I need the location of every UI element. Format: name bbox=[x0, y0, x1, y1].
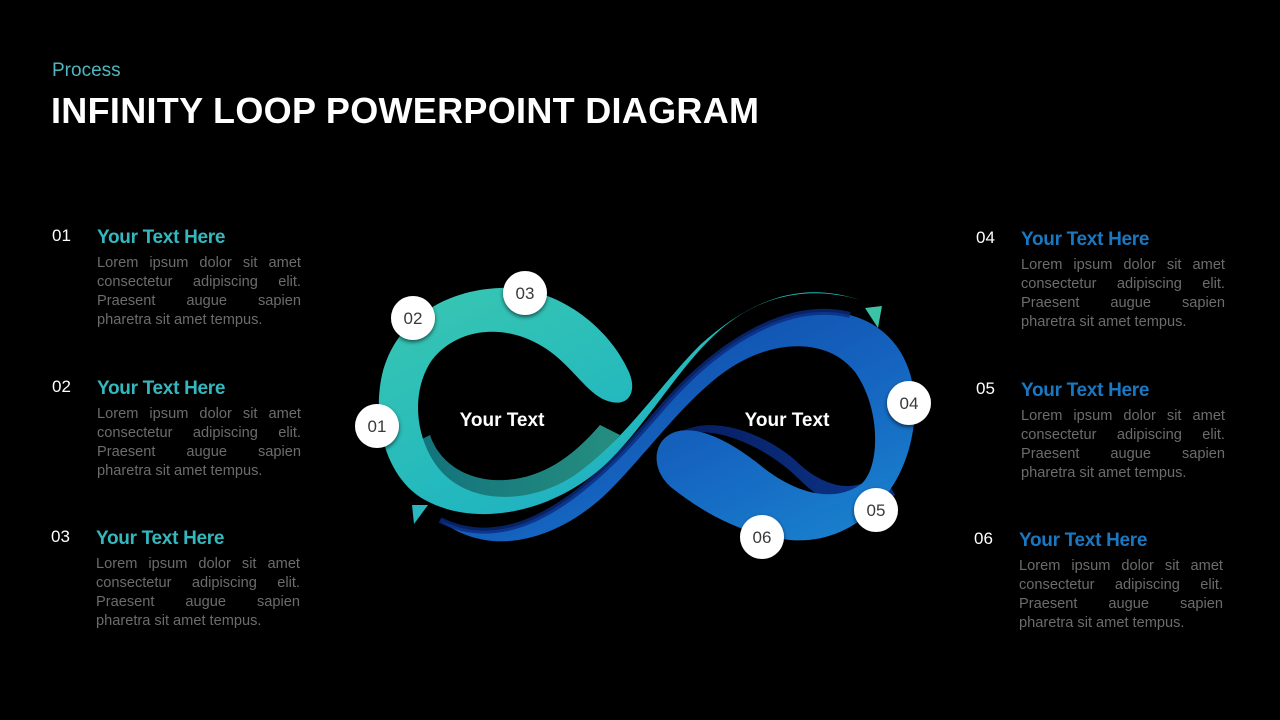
svg-text:01: 01 bbox=[368, 417, 387, 436]
blue-ribbon-edge bbox=[438, 308, 851, 534]
item-body: Lorem ipsum dolor sit amet consectetur a… bbox=[97, 255, 301, 328]
item-heading: Your Text Here bbox=[1019, 530, 1148, 551]
step-marker-01: 01 bbox=[355, 404, 399, 448]
teal-ribbon bbox=[378, 287, 860, 515]
item-number: 03 bbox=[51, 527, 70, 546]
item-number: 05 bbox=[976, 379, 995, 398]
step-marker-03: 03 bbox=[503, 271, 547, 315]
item-number: 06 bbox=[974, 529, 993, 548]
step-marker-05: 05 bbox=[854, 488, 898, 532]
step-marker-02: 02 bbox=[391, 296, 435, 340]
blue-ribbon-inner-shade bbox=[670, 425, 895, 510]
blue-ribbon bbox=[440, 311, 915, 542]
section-label: Process bbox=[52, 60, 121, 81]
slide-title: INFINITY LOOP POWERPOINT DIAGRAM bbox=[51, 90, 760, 131]
item-body: Lorem ipsum dolor sit amet consectetur a… bbox=[97, 406, 301, 479]
item-body: Lorem ipsum dolor sit amet consectetur a… bbox=[1021, 408, 1225, 481]
svg-text:06: 06 bbox=[753, 528, 772, 547]
arrowhead-bottom-left bbox=[412, 505, 428, 524]
item-heading: Your Text Here bbox=[1021, 380, 1150, 401]
step-marker-06: 06 bbox=[740, 515, 784, 559]
item-heading: Your Text Here bbox=[97, 378, 226, 399]
left-lobe-label: Your Text bbox=[460, 410, 545, 431]
item-heading: Your Text Here bbox=[1021, 229, 1150, 250]
item-number: 02 bbox=[52, 377, 71, 396]
svg-text:02: 02 bbox=[404, 309, 423, 328]
teal-ribbon-inner-shade bbox=[420, 425, 620, 499]
arrowhead-top-right bbox=[865, 306, 882, 328]
item-body: Lorem ipsum dolor sit amet consectetur a… bbox=[1019, 558, 1223, 631]
right-lobe-label: Your Text bbox=[745, 410, 830, 431]
item-number: 01 bbox=[52, 226, 71, 245]
item-body: Lorem ipsum dolor sit amet consectetur a… bbox=[1021, 257, 1225, 330]
svg-text:05: 05 bbox=[867, 501, 886, 520]
item-heading: Your Text Here bbox=[97, 227, 226, 248]
item-heading: Your Text Here bbox=[96, 528, 225, 549]
svg-text:04: 04 bbox=[900, 394, 919, 413]
item-number: 04 bbox=[976, 228, 995, 247]
item-body: Lorem ipsum dolor sit amet consectetur a… bbox=[96, 556, 300, 629]
step-marker-04: 04 bbox=[887, 381, 931, 425]
svg-text:03: 03 bbox=[516, 284, 535, 303]
